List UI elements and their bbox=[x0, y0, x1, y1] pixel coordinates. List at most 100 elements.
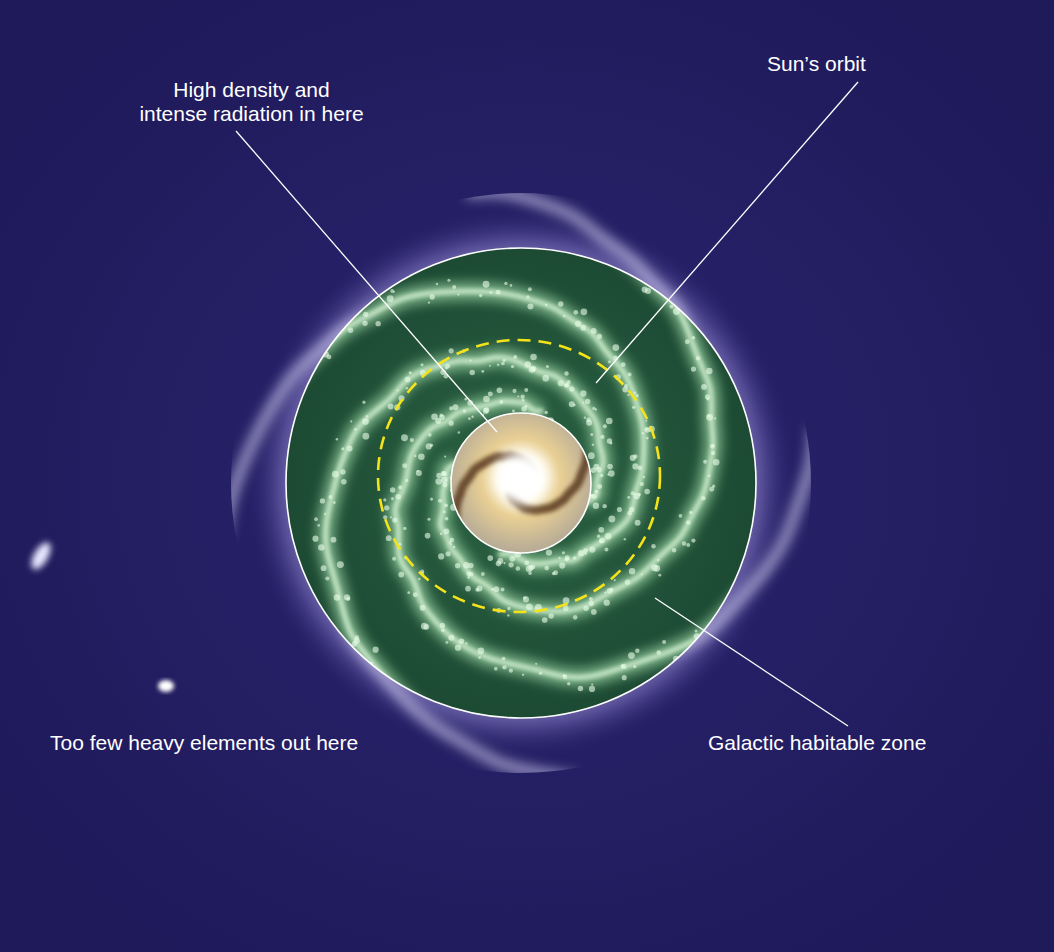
star-cluster bbox=[692, 336, 696, 340]
star-cluster bbox=[715, 624, 720, 629]
star-cluster bbox=[386, 535, 392, 541]
star-cluster bbox=[346, 597, 350, 601]
star-cluster bbox=[548, 613, 553, 618]
star-cluster bbox=[628, 373, 632, 377]
star-cluster bbox=[558, 557, 560, 559]
star-cluster bbox=[573, 556, 576, 559]
star-cluster bbox=[390, 289, 394, 293]
star-cluster bbox=[402, 463, 407, 468]
star-cluster bbox=[341, 447, 344, 450]
star-cluster bbox=[497, 363, 500, 366]
star-cluster bbox=[713, 459, 720, 466]
star-cluster bbox=[817, 424, 821, 428]
star-cluster bbox=[442, 482, 447, 487]
star-cluster bbox=[452, 285, 456, 289]
star-cluster bbox=[558, 301, 563, 306]
core-glow bbox=[495, 452, 547, 504]
star-cluster bbox=[448, 635, 454, 641]
star-cluster bbox=[545, 304, 547, 306]
star-cluster bbox=[644, 489, 650, 495]
star-cluster bbox=[701, 384, 707, 390]
star-cluster bbox=[440, 623, 445, 628]
star-cluster bbox=[598, 236, 603, 241]
star-cluster bbox=[469, 370, 474, 375]
star-cluster bbox=[546, 365, 549, 368]
star-cluster bbox=[622, 675, 627, 680]
star-cluster bbox=[479, 294, 482, 297]
star-cluster bbox=[614, 579, 616, 581]
star-cluster bbox=[597, 535, 600, 538]
star-cluster bbox=[517, 396, 519, 398]
star-cluster bbox=[604, 591, 606, 593]
star-cluster bbox=[711, 451, 715, 455]
star-cluster bbox=[465, 586, 471, 592]
star-cluster bbox=[429, 294, 434, 299]
star-cluster bbox=[340, 469, 346, 475]
star-cluster bbox=[512, 410, 515, 413]
star-cluster bbox=[558, 380, 564, 386]
star-cluster bbox=[336, 438, 338, 440]
star-cluster bbox=[507, 607, 510, 610]
star-cluster bbox=[752, 601, 756, 605]
star-cluster bbox=[636, 394, 639, 397]
star-cluster bbox=[516, 566, 521, 571]
star-cluster bbox=[354, 428, 357, 431]
star-cluster bbox=[405, 479, 408, 482]
star-cluster bbox=[701, 496, 706, 501]
star-cluster bbox=[563, 674, 568, 679]
star-cluster bbox=[469, 359, 471, 361]
star-cluster bbox=[565, 555, 570, 560]
star-cluster bbox=[468, 563, 473, 568]
star-cluster bbox=[656, 650, 661, 655]
star-cluster bbox=[344, 594, 350, 600]
star-cluster bbox=[689, 511, 693, 515]
star-cluster bbox=[409, 371, 412, 374]
habitable-zone-outline bbox=[286, 248, 756, 718]
star-cluster bbox=[617, 507, 622, 512]
star-cluster bbox=[268, 398, 271, 401]
star-cluster bbox=[604, 547, 608, 551]
star-cluster bbox=[657, 559, 660, 562]
star-cluster bbox=[233, 507, 239, 513]
star-cluster bbox=[392, 517, 397, 522]
star-cluster bbox=[530, 354, 537, 361]
star-cluster bbox=[660, 286, 666, 292]
star-cluster bbox=[546, 549, 552, 555]
star-cluster bbox=[569, 386, 574, 391]
star-cluster bbox=[593, 464, 599, 470]
star-cluster bbox=[546, 199, 549, 202]
star-cluster bbox=[384, 505, 389, 510]
star-cluster bbox=[597, 484, 602, 489]
star-cluster bbox=[452, 404, 458, 410]
star-cluster bbox=[383, 498, 386, 501]
star-cluster bbox=[266, 424, 270, 428]
star-cluster bbox=[428, 730, 434, 736]
star-cluster bbox=[788, 538, 793, 543]
star-cluster bbox=[410, 438, 414, 442]
star-cluster bbox=[602, 504, 606, 508]
star-cluster bbox=[553, 570, 558, 575]
star-cluster bbox=[567, 786, 570, 789]
star-cluster bbox=[471, 415, 473, 417]
star-cluster bbox=[444, 503, 448, 507]
star-cluster bbox=[706, 368, 712, 374]
star-cluster bbox=[420, 605, 426, 611]
star-cluster bbox=[505, 197, 508, 200]
star-cluster bbox=[662, 640, 666, 644]
star-cluster bbox=[445, 367, 448, 370]
satellite-galaxy bbox=[27, 540, 54, 573]
star-cluster bbox=[502, 665, 506, 669]
star-cluster bbox=[591, 328, 597, 334]
star-cluster bbox=[415, 711, 421, 717]
star-cluster bbox=[457, 294, 459, 296]
star-cluster bbox=[635, 247, 638, 250]
star-cluster bbox=[366, 415, 369, 418]
star-cluster bbox=[488, 392, 493, 397]
star-cluster bbox=[458, 431, 461, 434]
star-cluster bbox=[713, 445, 715, 447]
star-cluster bbox=[325, 576, 329, 580]
star-cluster bbox=[318, 544, 325, 551]
star-cluster bbox=[685, 339, 690, 344]
star-cluster bbox=[597, 334, 602, 339]
